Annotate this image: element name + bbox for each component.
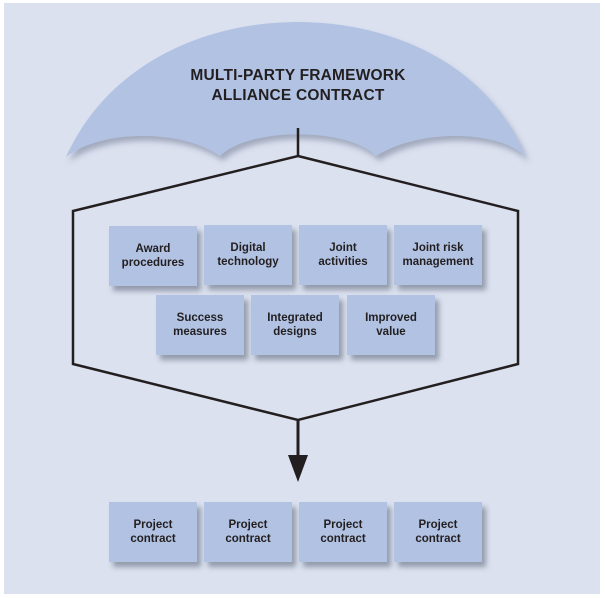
project-contract-1: Project contract [109, 502, 197, 562]
element-digital-technology: Digital technology [204, 225, 292, 285]
project-contract-2: Project contract [204, 502, 292, 562]
framework-hexagon [71, 154, 520, 422]
element-award-procedures: Award procedures [109, 226, 197, 286]
arrow-head [288, 455, 308, 482]
umbrella-title: MULTI-PARTY FRAMEWORK ALLIANCE CONTRACT [150, 66, 446, 106]
umbrella-title-line1: MULTI-PARTY FRAMEWORK [190, 67, 406, 84]
element-integrated-designs: Integrated designs [251, 295, 339, 355]
element-success-measures: Success measures [156, 295, 244, 355]
element-improved-value: Improved value [347, 295, 435, 355]
project-contract-4: Project contract [394, 502, 482, 562]
umbrella-title-line2: ALLIANCE CONTRACT [211, 87, 385, 104]
element-joint-risk-management: Joint risk management [394, 225, 482, 285]
umbrella-canopy [66, 22, 526, 157]
element-joint-activities: Joint activities [299, 225, 387, 285]
project-contract-3: Project contract [299, 502, 387, 562]
